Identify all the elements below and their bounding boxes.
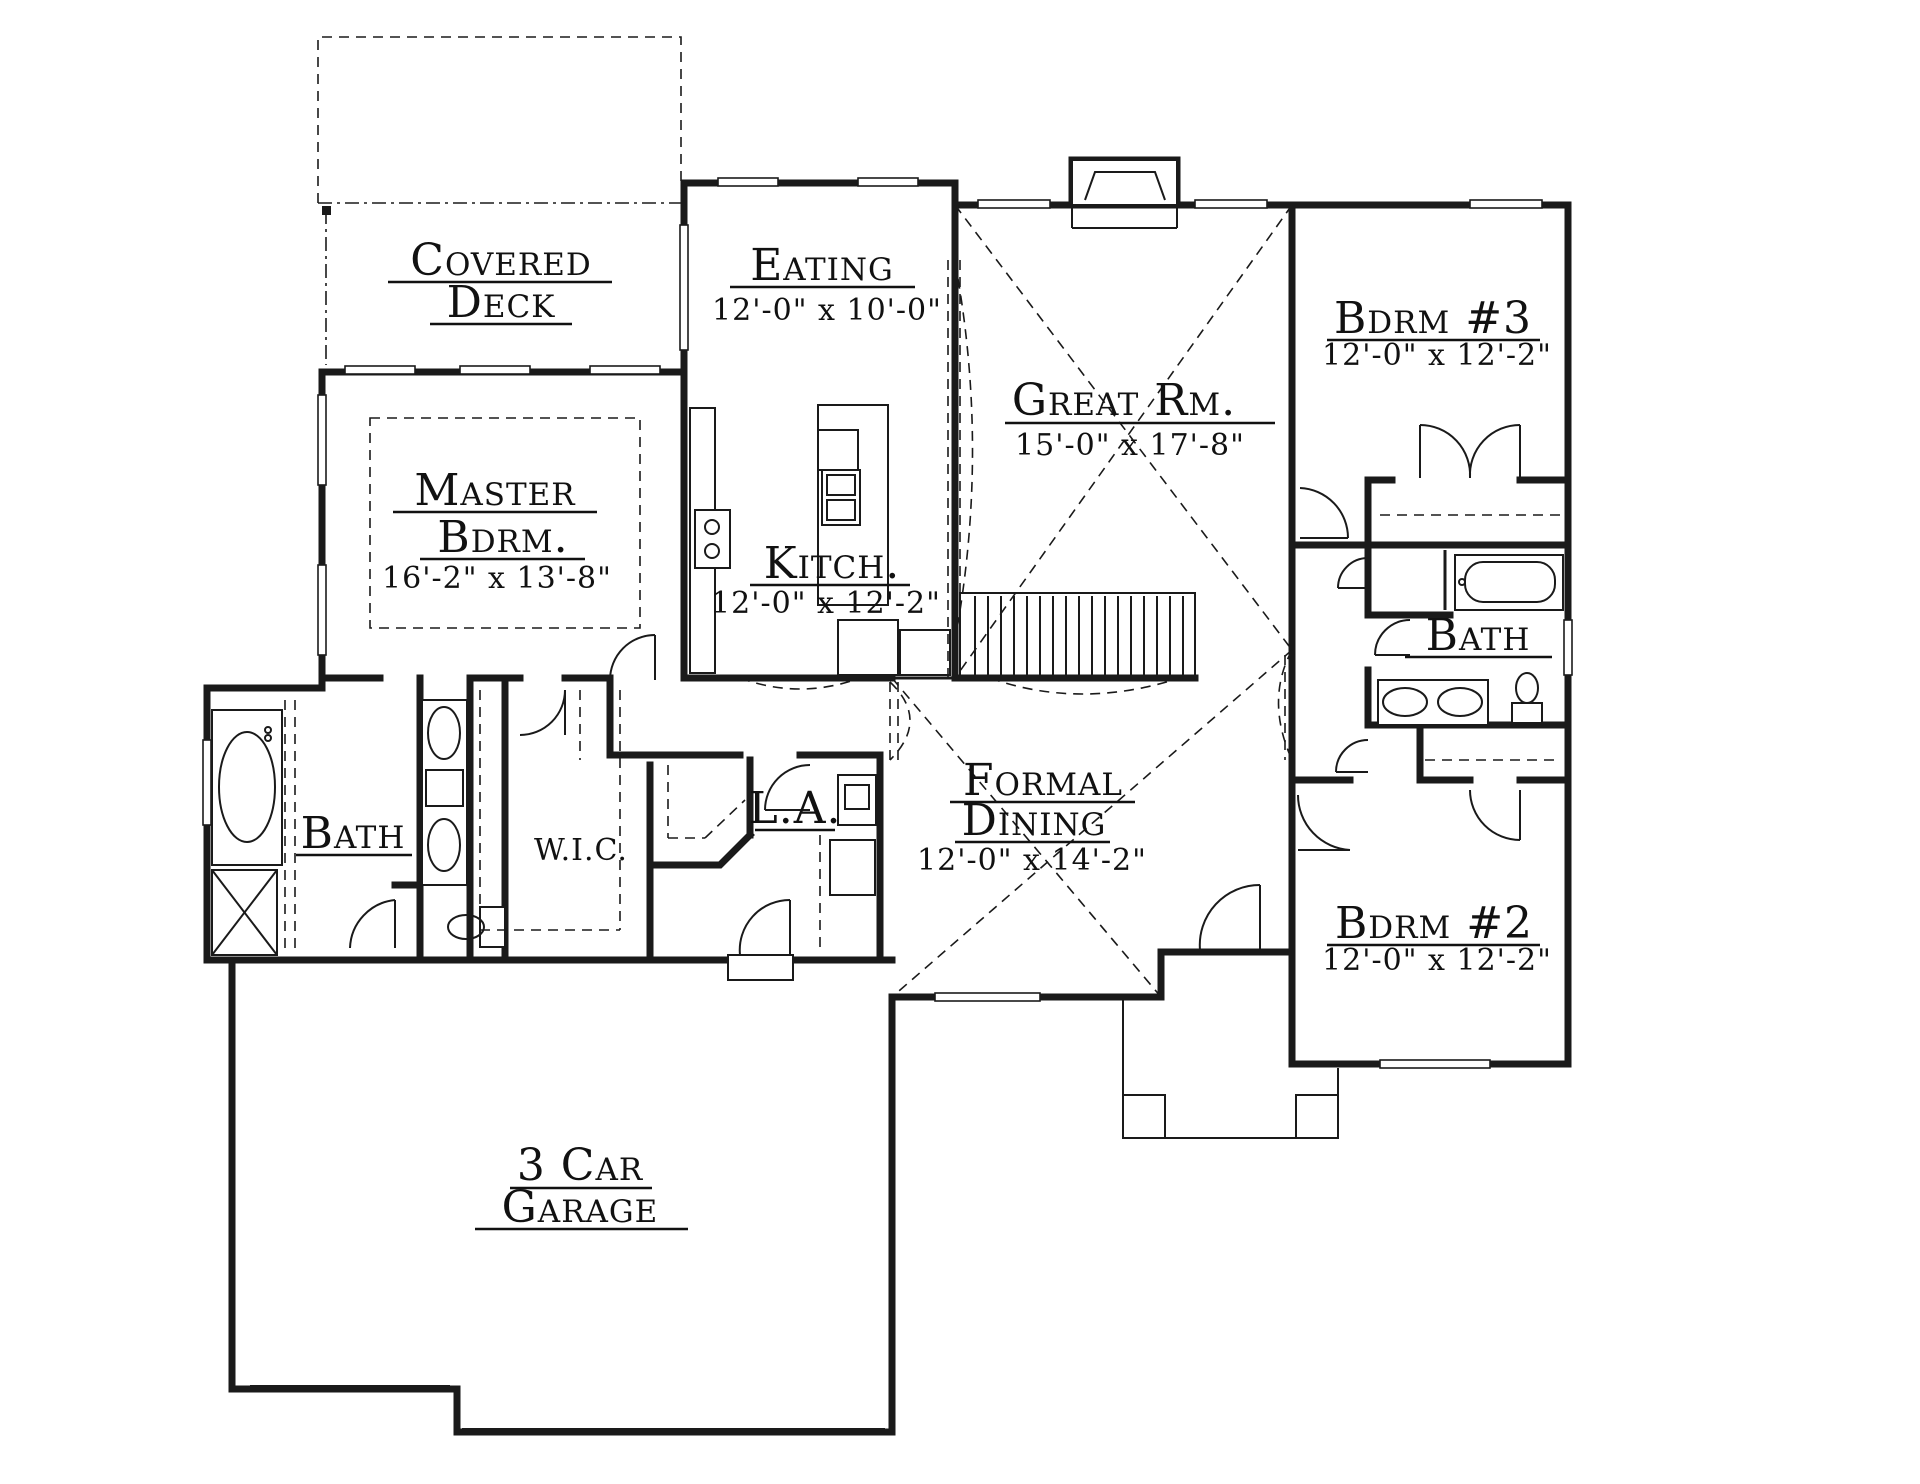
master-bath-name: Bath [301, 808, 406, 859]
room-labels: Covered Deck Eating 12'-0" x 10'-0" Grea… [296, 235, 1552, 1233]
doors [609, 423, 1560, 951]
bedroom-3-dim: 12'-0" x 12'-2" [1322, 338, 1552, 373]
fireplace [1071, 159, 1178, 229]
master-bath-label: Bath [296, 808, 412, 859]
master-bath-fixtures [211, 699, 506, 956]
bedroom-2-name: Bdrm #2 [1335, 898, 1533, 949]
master-bedroom-label: Master Bdrm. 16'-2" x 13'-8" [382, 465, 612, 596]
garage-label: 3 Car Garage [475, 1140, 688, 1233]
hall-bath-label: Bath [1405, 610, 1552, 661]
walk-in-closet-label: W.I.C. [534, 833, 628, 868]
master-bedroom-line1: Master [414, 465, 576, 516]
bedroom-3-name: Bdrm #3 [1334, 293, 1532, 344]
master-bedroom-dim: 16'-2" x 13'-8" [382, 561, 612, 596]
eating-name: Eating [750, 240, 894, 291]
windows [202, 177, 1573, 1069]
laundry-label: L.A. [749, 783, 842, 834]
covered-deck-label: Covered Deck [388, 235, 612, 328]
bedroom-2-label: Bdrm #2 12'-0" x 12'-2" [1322, 898, 1552, 978]
formal-dining-line2: Dining [962, 795, 1107, 846]
tray-ceiling [369, 417, 641, 629]
bedroom-3-label: Bdrm #3 12'-0" x 12'-2" [1322, 293, 1552, 373]
bedroom-2-dim: 12'-0" x 12'-2" [1322, 943, 1552, 978]
kitchen-label: Kitch. 12'-0" x 12'-2" [711, 538, 941, 621]
formal-dining-line1: Formal [963, 755, 1123, 806]
formal-dining-label: Formal Dining 12'-0" x 14'-2" [917, 755, 1147, 878]
front-porch [1122, 1000, 1339, 1139]
kitchen-dim: 12'-0" x 12'-2" [711, 586, 941, 621]
hall-bath-name: Bath [1426, 610, 1531, 661]
garage-line2: Garage [502, 1182, 659, 1233]
master-bedroom-line2: Bdrm. [437, 512, 568, 563]
stairs [959, 592, 1196, 695]
kitchen-name: Kitch. [764, 538, 901, 589]
closet-fixtures [479, 689, 621, 931]
eating-dim: 12'-0" x 10'-0" [712, 293, 942, 328]
great-room-dim: 15'-0" x 17'-8" [1015, 428, 1245, 463]
laundry-name: L.A. [749, 783, 842, 834]
kitchen-fixtures [689, 260, 974, 690]
covered-deck-line1: Covered [410, 235, 591, 286]
garage-line1: 3 Car [517, 1140, 644, 1191]
garage-doors [250, 1385, 885, 1430]
great-room-name: Great Rm. [1012, 375, 1236, 426]
covered-deck-line2: Deck [447, 277, 556, 328]
hall-bath-fixtures [1377, 554, 1564, 726]
laundry-fixtures [667, 764, 877, 981]
deck-outline [317, 36, 682, 365]
eating-label: Eating 12'-0" x 10'-0" [712, 240, 942, 328]
formal-dining-dim: 12'-0" x 14'-2" [917, 843, 1147, 878]
ceiling-lines [891, 204, 1293, 998]
great-room-label: Great Rm. 15'-0" x 17'-8" [1005, 375, 1275, 463]
